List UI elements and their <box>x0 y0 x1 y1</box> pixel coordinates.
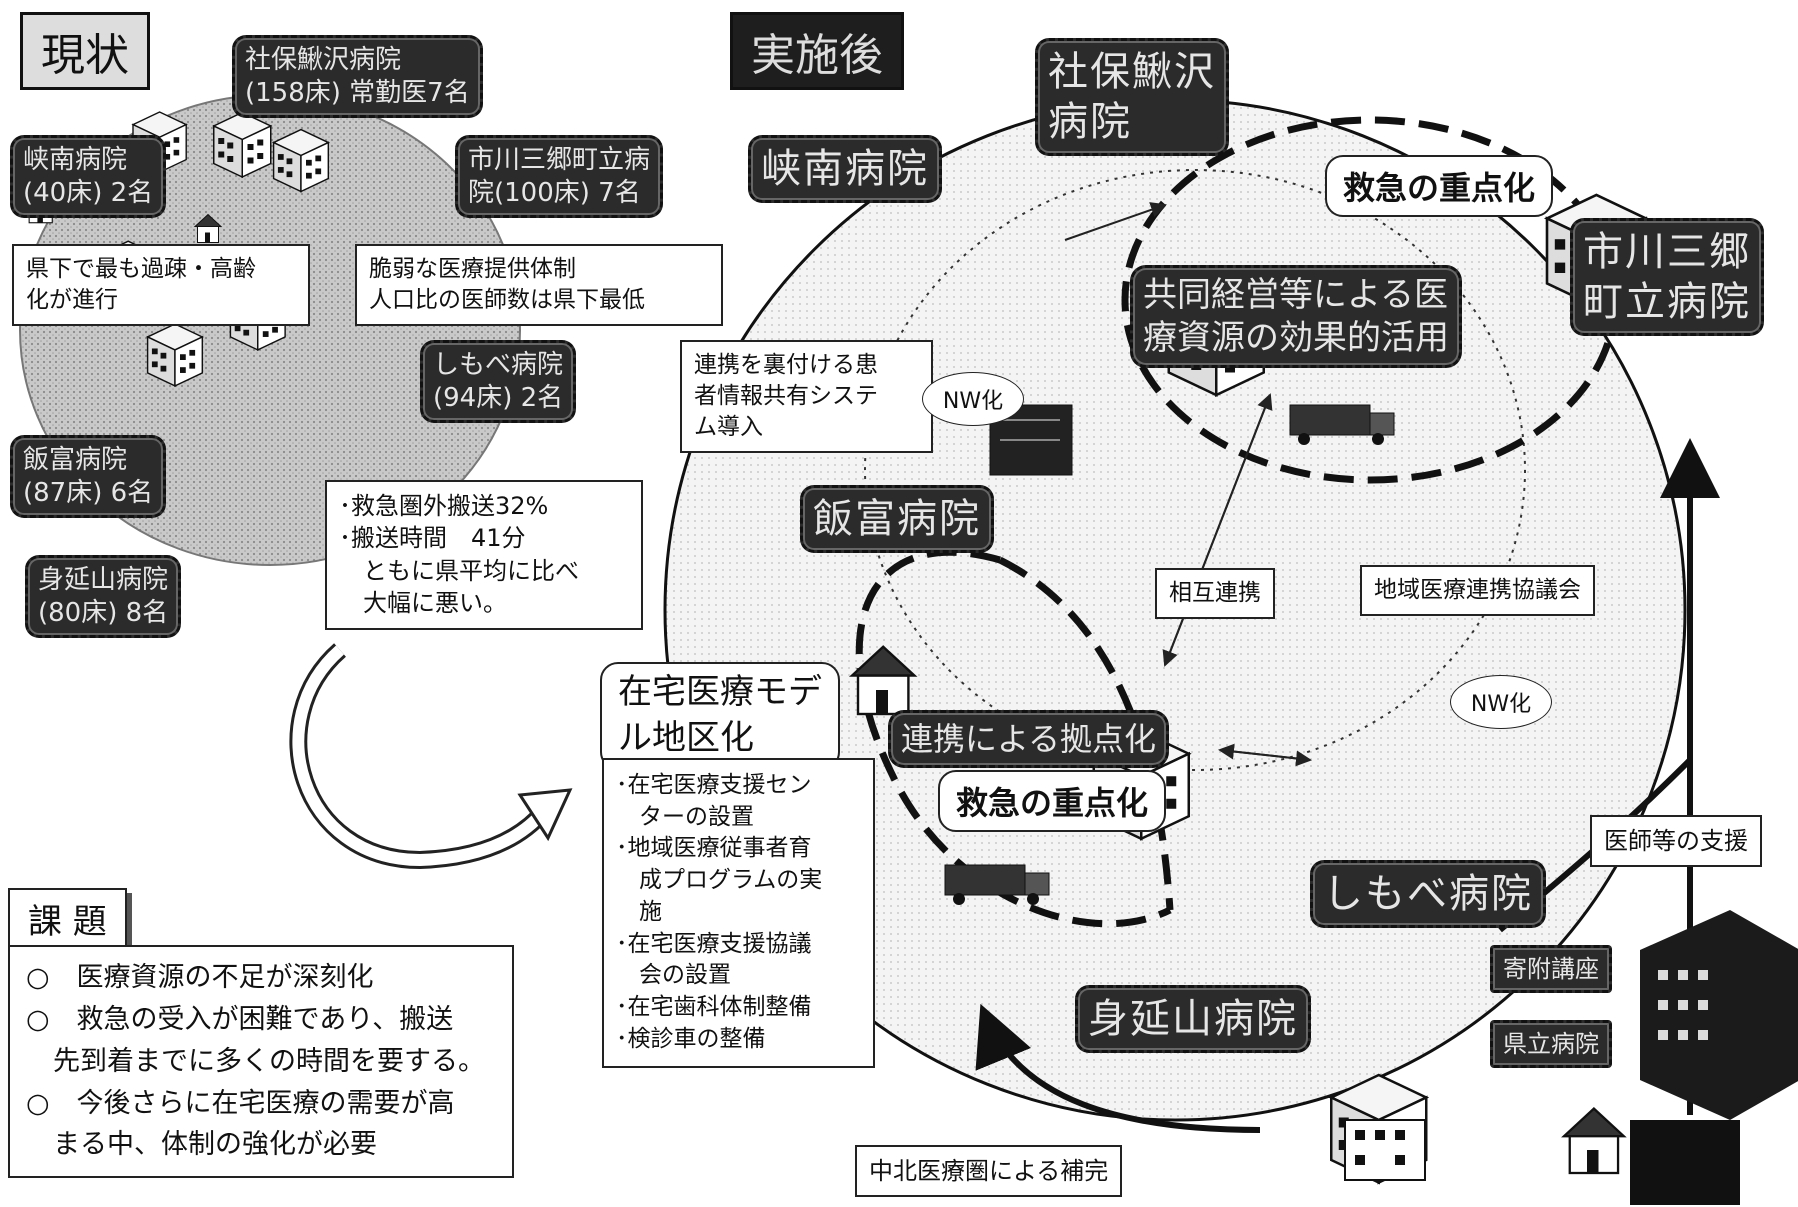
note-depopulation: 県下で最も過疎・高齢 化が進行 <box>12 244 310 327</box>
nw-label-bottom: NW化 <box>1450 675 1552 729</box>
prefectural-hospital-label: 県立病院 <box>1490 1020 1612 1068</box>
issue-item: ○ 医療資源の不足が深刻化 <box>26 962 374 993</box>
hospital-iitomi-current: 飯富病院 (87床) 6名 <box>10 435 167 518</box>
regional-council-label: 地域医療連携協議会 <box>1360 565 1595 617</box>
hospital-iitomi-after: 飯富病院 <box>800 485 994 553</box>
joint-management-label: 共同経営等による医 療資源の効果的活用 <box>1130 265 1462 368</box>
hospital-kyonan-after: 峡南病院 <box>748 135 942 203</box>
note-emergency-transport: ･救急圏外搬送32% ･搬送時間 41分 ともに県平均に比べ 大幅に悪い。 <box>325 480 643 630</box>
endowed-course-label: 寄附講座 <box>1490 945 1612 993</box>
issue-item: ○ 救急の受入が困難であり、搬送 先到着までに多くの時間を要する。 <box>26 1003 485 1077</box>
home-care-model-list: ･在宅医療支援セン ターの設置 ･地域医療従事者育 成プログラムの実 施 ･在宅… <box>602 758 875 1068</box>
hospital-shimobe-current: しもべ病院 (94床) 2名 <box>420 340 577 423</box>
home-model-item: ･在宅医療支援協議 会の設置 <box>616 930 812 989</box>
after-implementation-header: 実施後 <box>730 12 904 90</box>
hospital-minobu-after: 身延山病院 <box>1075 985 1311 1053</box>
hospital-shimobe-after: しもべ病院 <box>1310 860 1546 928</box>
issues-title: 課 題 <box>8 888 127 949</box>
chuhoku-complement-label: 中北医療圏による補完 <box>855 1145 1123 1198</box>
hospital-shaho-current: 社保鰍沢病院 (158床) 常勤医7名 <box>232 35 483 118</box>
nw-label-top: NW化 <box>922 372 1024 426</box>
current-status-header: 現状 <box>20 12 150 90</box>
hospital-ichikawa-current: 市川三郷町立病 院(100床) 7名 <box>455 135 664 218</box>
hospital-minobu-current: 身延山病院 (80床) 8名 <box>25 555 182 638</box>
emergency-focus-top: 救急の重点化 <box>1325 155 1554 217</box>
issue-item: ○ 今後さらに在宅医療の需要が高 まる中、体制の強化が必要 <box>26 1087 455 1161</box>
hospital-kyonan-current: 峡南病院 (40床) 2名 <box>10 135 167 218</box>
home-model-item: ･地域医療従事者育 成プログラムの実 施 <box>616 835 823 925</box>
doctor-support-label: 医師等の支援 <box>1590 815 1762 868</box>
note-weak-system: 脆弱な医療提供体制 人口比の医師数は県下最低 <box>355 244 723 327</box>
emergency-focus-bottom: 救急の重点化 <box>938 770 1167 832</box>
hospital-ichikawa-after: 市川三郷 町立病院 <box>1570 218 1764 336</box>
home-model-item: ･検診車の整備 <box>616 1025 766 1052</box>
home-model-item: ･在宅歯科体制整備 <box>616 994 812 1021</box>
info-sharing-label: 連携を裏付ける患 者情報共有システ ム導入 <box>680 340 933 454</box>
hospital-shaho-after: 社保鰍沢 病院 <box>1035 38 1229 156</box>
hub-label: 連携による拠点化 <box>888 710 1170 768</box>
issues-list: ○ 医療資源の不足が深刻化 ○ 救急の受入が困難であり、搬送 先到着までに多くの… <box>8 945 514 1179</box>
home-model-item: ･在宅医療支援セン ターの設置 <box>616 772 812 830</box>
home-care-model-label: 在宅医療モデ ル地区化 <box>600 662 840 770</box>
mutual-cooperation-label: 相互連携 <box>1155 568 1275 620</box>
